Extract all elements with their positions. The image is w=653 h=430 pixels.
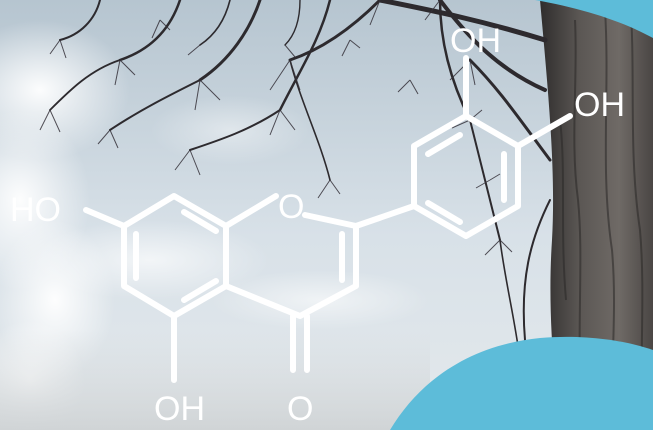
molecule-structure xyxy=(83,55,573,383)
ground-haze xyxy=(0,330,430,430)
label-carbonyl-oxygen: O xyxy=(287,390,313,428)
carbonyl-bond xyxy=(290,313,310,373)
ho-left-bond xyxy=(83,207,127,229)
smoke-clouds xyxy=(0,20,430,430)
label-ring-oxygen: O xyxy=(278,188,304,226)
tree-branches xyxy=(49,0,552,361)
label-oh-right: OH xyxy=(574,86,625,124)
accent-blue-top xyxy=(535,0,653,38)
oh-right-bond xyxy=(515,113,573,149)
label-oh-bottom: OH xyxy=(154,390,205,428)
ring-c xyxy=(223,193,359,319)
bridge-bond xyxy=(353,203,417,229)
ring-a-double-bonds xyxy=(133,209,219,303)
tree-trunk xyxy=(540,0,653,430)
accent-blue-bottom xyxy=(390,336,653,430)
label-oh-top: OH xyxy=(450,22,501,60)
label-ho-left: HO xyxy=(10,191,61,229)
ring-b-double-bonds xyxy=(425,132,507,225)
